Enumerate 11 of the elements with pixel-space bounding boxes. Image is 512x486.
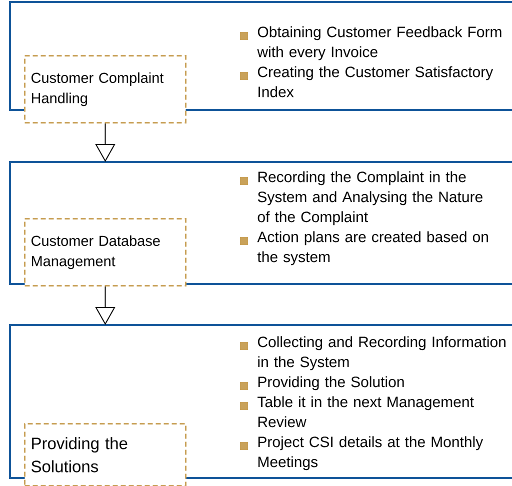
bullet-text: Project CSI details at the Monthly Meetings: [258, 436, 484, 470]
process-box: Customer Database Management: [24, 218, 186, 286]
bullet-text: Providing the Solution: [258, 376, 404, 390]
bullet-text: Recording the Complaint in the System and Analysing the Nature of the Complaint: [258, 171, 482, 226]
process-box: Customer Complaint Handling: [24, 55, 186, 124]
bullet-text: Action plans are created based on the system: [257, 231, 488, 266]
bullet-text: Creating the Customer Satisfactory Index: [258, 66, 494, 98]
bullet-text: Obtaining Customer Feedback Form with every Invoice: [257, 26, 502, 60]
bullet-text: Collecting and Recording Information in the System: [258, 336, 506, 370]
bullet-text: Table it in the next Management Review: [258, 396, 474, 428]
process-box: Providing the Solutions: [24, 423, 186, 486]
